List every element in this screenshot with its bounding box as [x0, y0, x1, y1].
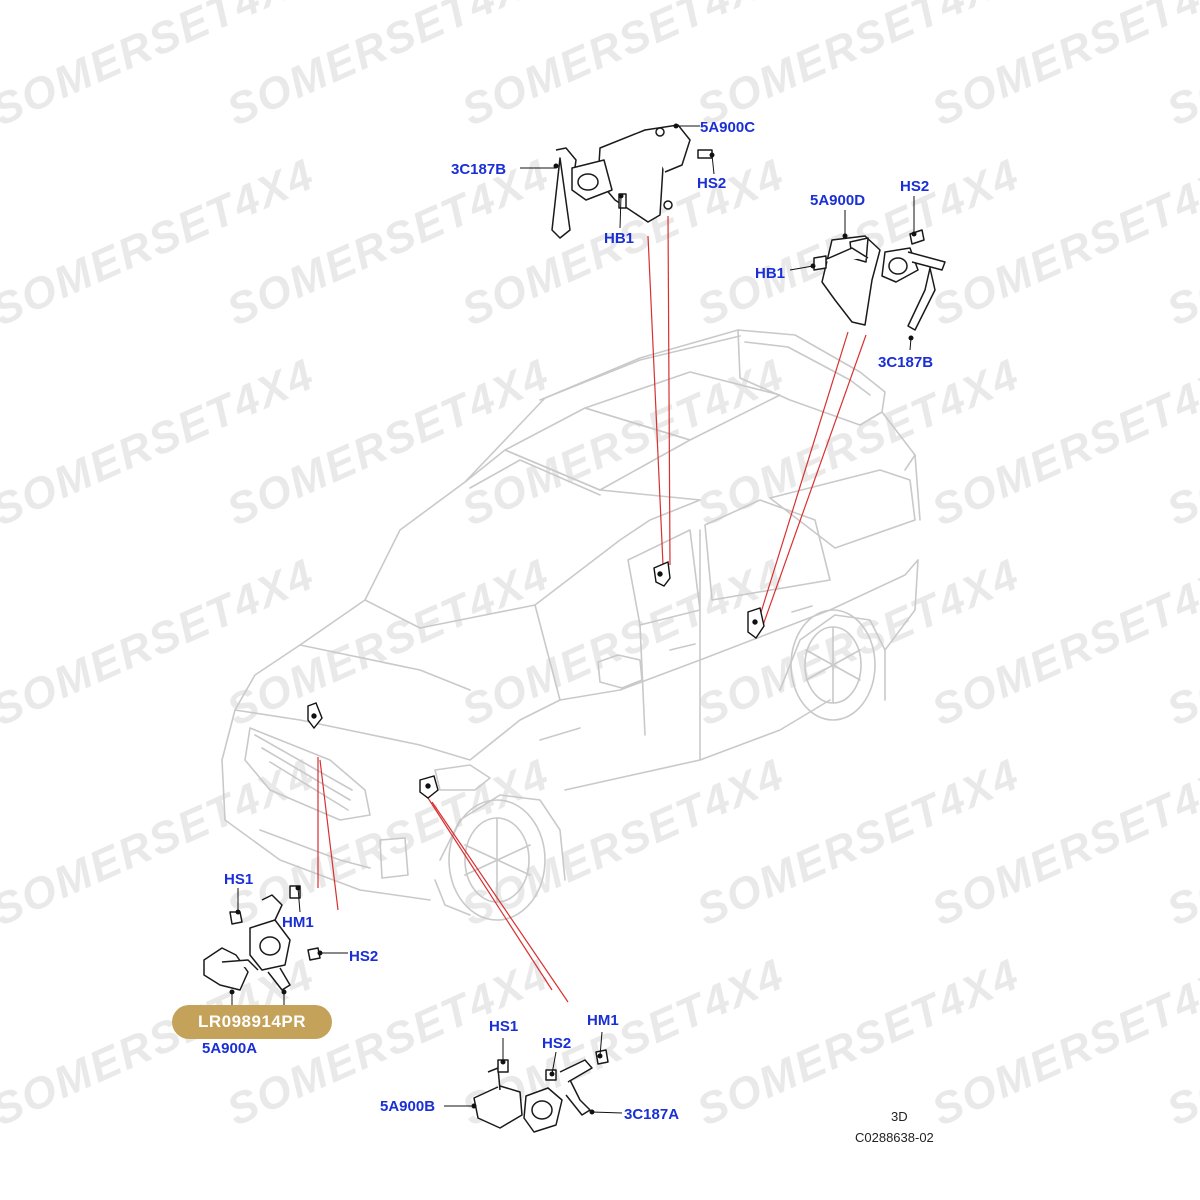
- callout-5A900D: 5A900D: [810, 192, 866, 209]
- callout-HM1-left: HM1: [282, 914, 314, 931]
- vehicle-sensor-markers: [307, 560, 765, 799]
- view-code: 3D: [891, 1109, 908, 1124]
- callout-dots-right: [810, 231, 917, 341]
- part-group-rear-right: [813, 229, 946, 331]
- leader-lines: [317, 215, 867, 1003]
- callout-3C187B-right: 3C187B: [878, 354, 934, 371]
- callout-HS1-center: HS1: [489, 1018, 519, 1035]
- part-group-front-left: [203, 885, 321, 991]
- callout-leaders-top: [520, 125, 715, 229]
- callout-HM1-center: HM1: [587, 1012, 619, 1029]
- callout-3C187A: 3C187A: [624, 1106, 680, 1123]
- callout-leaders-bottom-center: [444, 1031, 623, 1114]
- part-group-front-right: [473, 1049, 609, 1133]
- callout-HS1-left: HS1: [224, 871, 254, 888]
- drawing-code: C0288638-02: [855, 1130, 934, 1145]
- callout-3C187B-top: 3C187B: [451, 161, 507, 178]
- callout-5A900A: 5A900A: [202, 1040, 258, 1057]
- callout-HS2-top: HS2: [697, 175, 727, 192]
- vehicle-outline: [221, 329, 921, 921]
- callout-HB1-right: HB1: [755, 265, 786, 282]
- callout-HS2-right: HS2: [900, 178, 930, 195]
- part-number-badge[interactable]: LR098914PR: [172, 1005, 332, 1039]
- callout-leaders-right: [789, 196, 915, 351]
- callout-HS2-center: HS2: [542, 1035, 572, 1052]
- callout-5A900C: 5A900C: [700, 119, 756, 136]
- callout-HS2-left: HS2: [349, 948, 379, 965]
- part-group-rear-left: [551, 124, 713, 239]
- callout-5A900B: 5A900B: [380, 1098, 436, 1115]
- callout-HB1-top: HB1: [604, 230, 635, 247]
